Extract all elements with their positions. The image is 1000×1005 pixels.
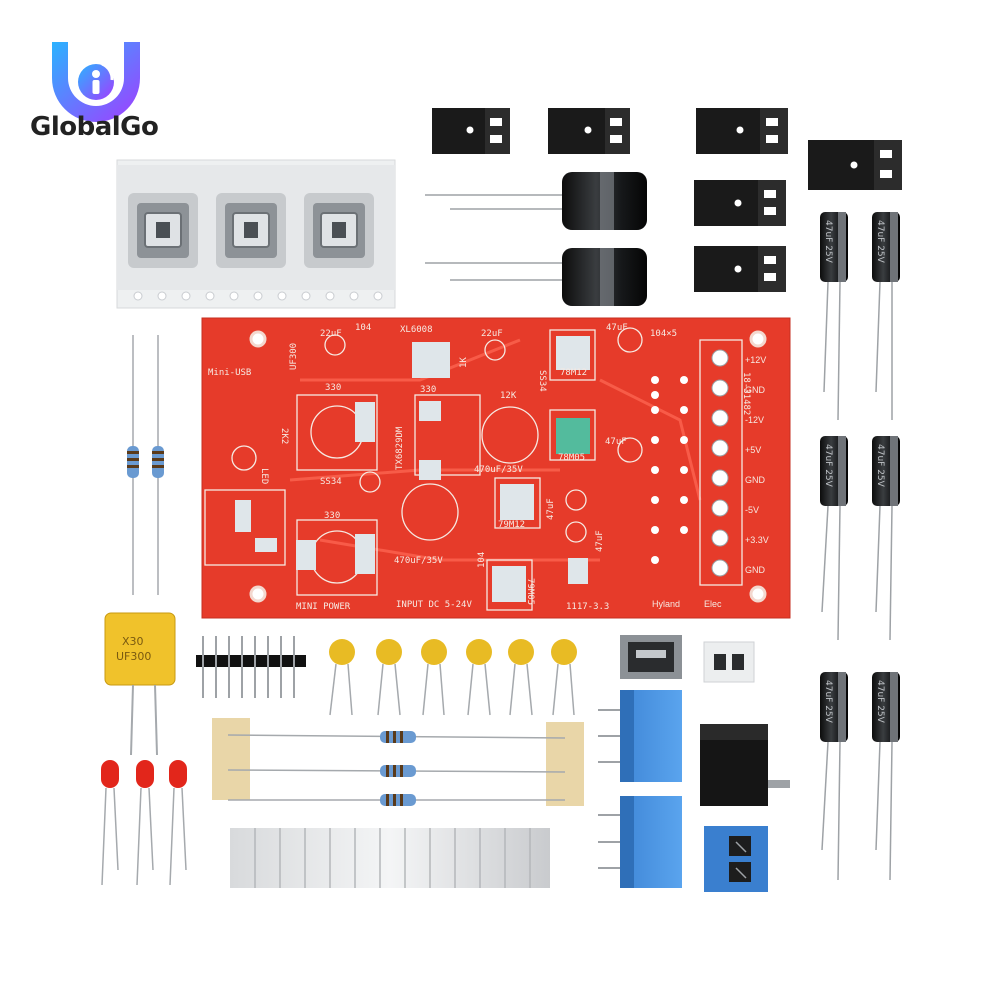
silk-rail-m5: -5V [745, 505, 759, 515]
silk-47uf-b: 47uF [605, 437, 627, 447]
silk-1117: 1117-3.3 [566, 602, 609, 612]
silk-rail-gnd-c: GND [745, 565, 766, 575]
regulators [432, 108, 902, 292]
silk-rail-p5: +5V [745, 445, 761, 455]
silk-78m12: 78M12 [560, 368, 587, 378]
silk-rail-m12: -12V [745, 415, 764, 425]
silk-104x5: 104×5 [650, 329, 677, 339]
silk-2k2: 2K2 [279, 428, 289, 444]
silk-104-a: 104 [355, 323, 371, 333]
silk-mini-power: MINI POWER [296, 602, 351, 612]
silk-1k-a: 1K [459, 357, 469, 368]
silk-47uf-c: 47uF [546, 498, 556, 520]
silk-104-b: 104 [477, 552, 487, 568]
blue-terminal-connectors [598, 690, 768, 892]
fuse-label-line1: X30 [122, 635, 144, 648]
cap-label-2: 47uF 25V [875, 220, 885, 264]
capacitors-47uf [820, 212, 900, 881]
cap-label-3: 47uF 25V [823, 444, 833, 488]
silk-22uf-b: 22uF [481, 329, 503, 339]
silk-330-c: 330 [324, 511, 340, 521]
silk-rail-gnd-a: GND [745, 385, 766, 395]
silk-12k: 12K [500, 391, 517, 401]
fuse-label-line2: UF300 [116, 650, 151, 663]
pin-header [196, 636, 306, 698]
silk-47uf-a: 47uF [606, 323, 628, 333]
silk-input-dc: INPUT DC 5-24V [396, 600, 472, 610]
brand-name: GlobalGo [30, 112, 159, 142]
silk-47uf-d: 47uF [595, 530, 605, 552]
globalgo-logo [52, 42, 140, 122]
silk-79m05: 79M05 [525, 578, 535, 605]
inductor-tape-strip [116, 159, 396, 309]
silk-78m05: 78M05 [558, 453, 585, 463]
silk-330-b: 330 [420, 385, 436, 395]
capacitors-470uf [425, 172, 647, 306]
tactile-switch [703, 641, 755, 683]
mini-usb-connector [620, 635, 682, 679]
silk-led: LED [259, 468, 269, 484]
silk-tx6829dm: TX6829DM [395, 426, 405, 470]
silk-ss34-b: SS34 [320, 477, 342, 487]
silk-rail-gnd-b: GND [745, 475, 766, 485]
fuse [104, 612, 176, 756]
silk-hyland: Hyland [652, 599, 680, 609]
silk-470uf-b: 470uF/35V [394, 556, 443, 566]
taped-resistors [212, 718, 584, 806]
silk-22uf-a: 22uF [320, 329, 342, 339]
silk-330-a: 330 [325, 383, 341, 393]
ceramic-capacitors [329, 639, 577, 716]
pcb-board: Mini-USB XL6008 22uF 104 22uF 47uF 104×5… [201, 317, 791, 619]
silk-79m12: 79M12 [498, 520, 525, 530]
silk-ss34-a: SS34 [537, 370, 547, 392]
cap-label-5: 47uF 25V [823, 680, 833, 724]
cap-label-6: 47uF 25V [875, 680, 885, 724]
silk-mini-usb: Mini-USB [208, 368, 251, 378]
silk-elec: Elec [704, 599, 722, 609]
silk-uf300: UF300 [289, 343, 299, 370]
silk-rail-p12: +12V [745, 355, 766, 365]
silk-rail-p33: +3.3V [745, 535, 769, 545]
red-leds [101, 760, 187, 886]
silk-xl6008: XL6008 [400, 325, 433, 335]
silk-ic-code: 18-31482 [741, 372, 751, 415]
cap-label-4: 47uF 25V [875, 444, 885, 488]
aluminum-heatsinks [230, 828, 550, 888]
dc-power-jack [700, 724, 790, 806]
resistors-vertical [127, 335, 164, 595]
silk-470uf-a: 470uF/35V [474, 465, 523, 475]
cap-label-1: 47uF 25V [823, 220, 833, 264]
